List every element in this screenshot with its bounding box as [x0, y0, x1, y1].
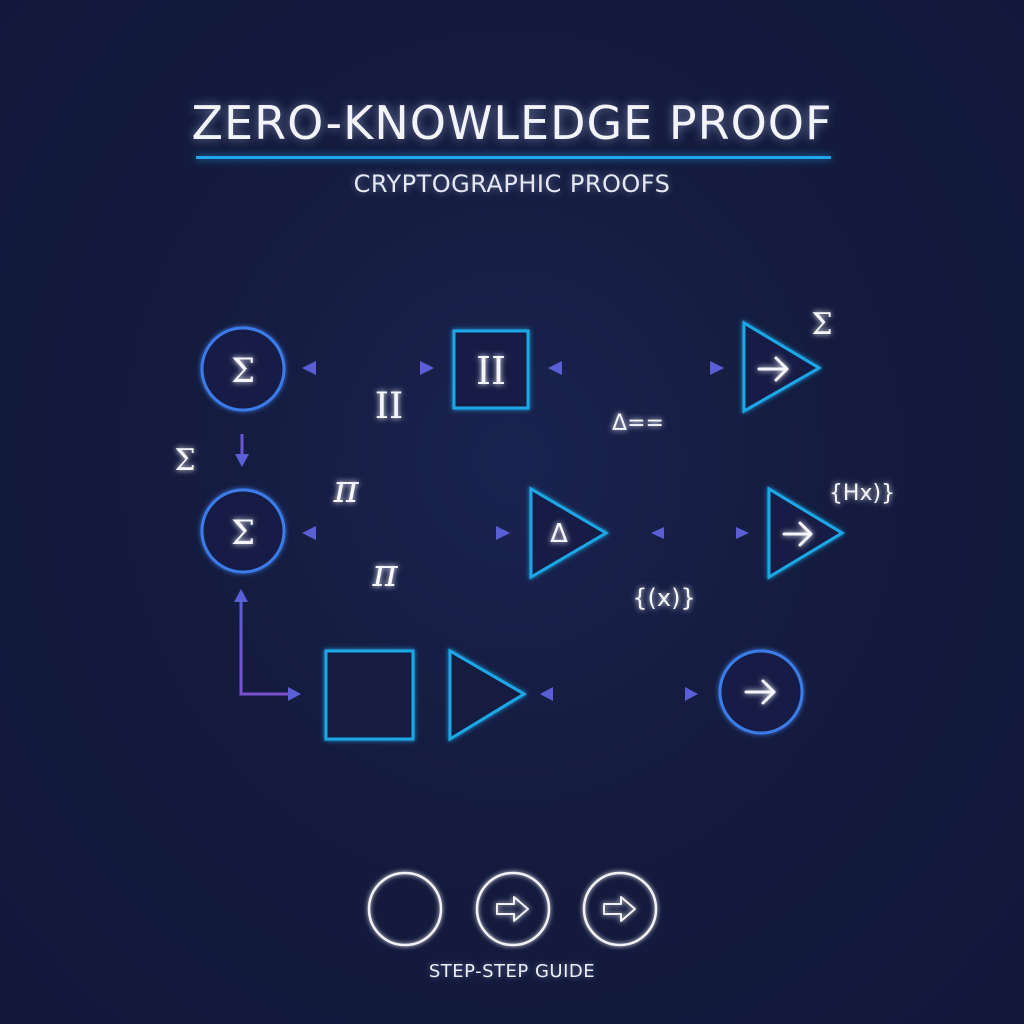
node-arrow-triangle-2[interactable] — [767, 486, 845, 580]
sigma-annotation-top-right: Σ — [811, 307, 832, 342]
node-sigma-circle-1[interactable]: Σ — [200, 326, 286, 412]
double-arrow-n2-n3 — [548, 361, 724, 375]
delta-label: Δ — [550, 519, 568, 549]
node-arrow-triangle-1[interactable] — [742, 320, 822, 414]
node-delta-triangle[interactable]: Δ — [529, 486, 609, 580]
node-arrow-circle[interactable] — [718, 649, 804, 735]
node-empty-triangle[interactable] — [448, 648, 527, 742]
node-empty-square[interactable] — [324, 649, 415, 741]
down-arrow-n1-n4 — [235, 434, 249, 467]
set-x-annotation: {(x)} — [632, 584, 695, 612]
step-2-button[interactable] — [475, 871, 551, 947]
arrow-right-icon — [603, 896, 636, 922]
page-subtitle: CRYPTOGRAPHIC PROOFS — [353, 170, 671, 198]
node-sigma-circle-2[interactable]: Σ — [200, 488, 286, 574]
node-ii-square[interactable]: II — [452, 329, 530, 410]
arrow-right-icon — [757, 356, 789, 382]
edge-label-ii: II — [375, 386, 403, 427]
step-1-button[interactable] — [367, 871, 443, 947]
step-guide-label: STEP-STEP GUIDE — [428, 961, 596, 982]
arrow-right-icon — [496, 896, 529, 922]
double-arrow-n1-n2 — [302, 361, 434, 375]
sigma-label: Σ — [231, 351, 255, 391]
double-arrow-n4-n5 — [302, 526, 510, 540]
page-title: ZERO-KNOWLEDGE PROOF — [191, 96, 833, 150]
double-arrow-n8-n9 — [540, 687, 698, 701]
empty-circle-icon — [367, 871, 443, 947]
sigma-annotation-left: Σ — [174, 443, 195, 478]
arrow-right-icon — [744, 679, 776, 705]
step-3-button[interactable] — [582, 871, 658, 947]
pi-label-below: π — [372, 551, 399, 595]
title-divider — [196, 156, 831, 159]
arrow-right-icon — [782, 521, 813, 547]
hash-annotation: {Hx)} — [829, 481, 895, 506]
elbow-arrow-n7-n4 — [234, 589, 301, 701]
pi-label-above: π — [333, 467, 360, 511]
edge-label-delta-eq: Δ== — [612, 411, 664, 436]
double-arrow-n5-n6 — [651, 527, 749, 539]
sigma-label: Σ — [231, 513, 255, 553]
ii-label: II — [476, 349, 506, 393]
